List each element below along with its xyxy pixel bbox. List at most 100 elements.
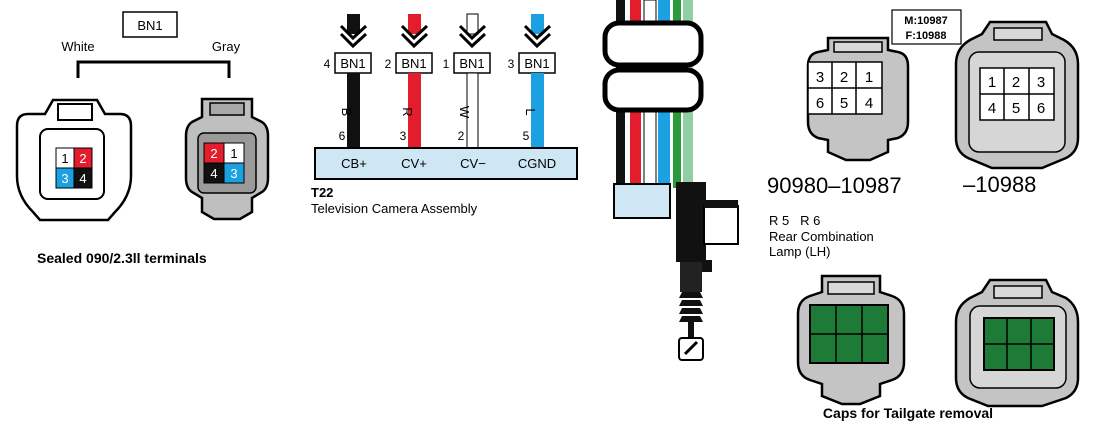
lamp-name-line1: Rear Combination: [769, 229, 874, 244]
wire-w-pin: 1: [443, 57, 450, 71]
gray-connector-latch: [209, 102, 245, 116]
white-pin-2: 2: [79, 151, 86, 166]
male-pin-3: 3: [816, 69, 824, 86]
female-pin-4: 4: [988, 100, 996, 117]
white-connector-label: White: [61, 39, 94, 54]
female-pin-1: 1: [988, 74, 996, 91]
wire-r-top: [408, 14, 421, 34]
wire-l-pin: 3: [508, 57, 515, 71]
gray-pin-3-cell: [223, 162, 245, 184]
wire-b-connector: BN1: [340, 56, 365, 71]
bn1-harness-label: BN1: [137, 18, 162, 33]
wire-l-component-pin: 5: [523, 129, 530, 143]
male-part-code: M:10987: [904, 15, 947, 27]
wire-l-connector: BN1: [524, 56, 549, 71]
wire-r-connector: BN1: [401, 56, 426, 71]
component-refs: R 5 R 6: [769, 213, 820, 228]
signal-cgnd: CGND: [518, 156, 556, 171]
harness-plug-clip: [702, 260, 712, 272]
wire-l-top: [531, 14, 544, 34]
female-connector-latch: [993, 27, 1043, 41]
wire-b-code: B: [339, 108, 354, 117]
wire-w-connector: BN1: [459, 56, 484, 71]
wire-r-component-pin: 3: [400, 129, 407, 143]
harness-plug-body: [676, 182, 706, 262]
male-pin-5: 5: [840, 95, 848, 112]
male-pin-1: 1: [865, 69, 873, 86]
wire-b-arrow-icon: [339, 24, 368, 49]
sealed-terminals-caption: Sealed 090/2.3ll terminals: [37, 250, 207, 266]
gray-pin-3: 3: [230, 166, 237, 181]
camera-wiring-group: BN1 4 B 6 BN1 2 R 3 BN1 1 W 2 BN1 3 L 5 …: [311, 13, 578, 216]
male-pin-4: 4: [865, 95, 873, 112]
wire-b-component-pin: 6: [339, 129, 346, 143]
male-part-number: 90980–10987: [767, 173, 902, 198]
tailgate-cap-male: [796, 274, 906, 406]
white-pin-4: 4: [79, 171, 86, 186]
harness-clamp-upper: [602, 20, 704, 68]
wire-b-pin: 4: [324, 57, 331, 71]
signal-cb-plus: CB+: [341, 156, 367, 171]
harness-stem: [688, 322, 694, 338]
lamp-name-line2: Lamp (LH): [769, 244, 830, 259]
wire-l-lead: [531, 73, 544, 148]
harness-bundle: [602, 0, 739, 361]
female-pin-2: 2: [1012, 74, 1020, 91]
gray-connector: 2 1 4 3: [184, 97, 270, 221]
cap-male-latch: [827, 281, 875, 295]
harness-plug-top: [704, 200, 738, 208]
wire-r-pin: 2: [385, 57, 392, 71]
harness-grommet: [680, 262, 702, 292]
wire-b-top: [347, 14, 360, 34]
white-pin-1: 1: [61, 151, 68, 166]
tailgate-cap-female: [954, 278, 1080, 408]
signal-cv-plus: CV+: [401, 156, 427, 171]
male-6pin-connector: 3 2 1 6 5 4: [806, 36, 910, 162]
wire-b-lead: [347, 73, 360, 148]
white-pin-3: 3: [61, 171, 68, 186]
male-pin-6: 6: [816, 95, 824, 112]
female-6pin-connector: 1 2 3 4 5 6: [954, 20, 1080, 170]
wire-r-arrow-icon: [400, 24, 429, 49]
bn1-harness-group: BN1 White Gray: [61, 11, 241, 78]
wire-w-code: W: [457, 106, 472, 119]
wire-r-lead: [408, 73, 421, 148]
camera-assembly-box: [314, 147, 578, 180]
white-connector: 1 2 3 4: [15, 98, 133, 222]
white-pin-4-cell: [73, 167, 93, 189]
component-name: Television Camera Assembly: [311, 201, 478, 216]
white-connector-latch: [57, 103, 93, 121]
gray-pin-1: 1: [230, 146, 237, 161]
bn1-label-box: [122, 11, 178, 38]
harness-boot-ribs: [679, 292, 703, 322]
female-pin-6: 6: [1037, 100, 1045, 117]
female-part-code: F:10988: [906, 30, 947, 42]
wire-w-top: [466, 13, 479, 35]
component-id: T22: [311, 185, 333, 200]
cap-female-latch: [993, 285, 1043, 299]
gray-connector-label: Gray: [212, 39, 241, 54]
male-connector-latch: [833, 41, 883, 53]
male-pin-2: 2: [840, 69, 848, 86]
wire-r-code: R: [400, 107, 415, 116]
signal-cv-minus: CV−: [460, 156, 486, 171]
wire-w-arrow-icon: [458, 24, 487, 49]
harness-clamp-lower: [602, 67, 704, 113]
connector-bracket-line: [76, 60, 231, 78]
gray-pin-4: 4: [210, 166, 217, 181]
female-pin-3: 3: [1037, 74, 1045, 91]
female-pin-5: 5: [1012, 100, 1020, 117]
wire-w-component-pin: 2: [458, 129, 465, 143]
harness-end-terminal-icon: [683, 340, 699, 356]
female-part-number: –10988: [963, 172, 1036, 197]
harness-connector-block: [613, 183, 671, 219]
wire-l-arrow-icon: [523, 24, 552, 49]
part-number-frame: [891, 9, 962, 45]
wire-l-code: L: [523, 108, 538, 115]
harness-plug-housing: [703, 205, 739, 245]
part-number-box: M:10987 F:10988: [891, 9, 962, 45]
caps-caption: Caps for Tailgate removal: [823, 405, 993, 421]
gray-pin-2: 2: [210, 146, 217, 161]
